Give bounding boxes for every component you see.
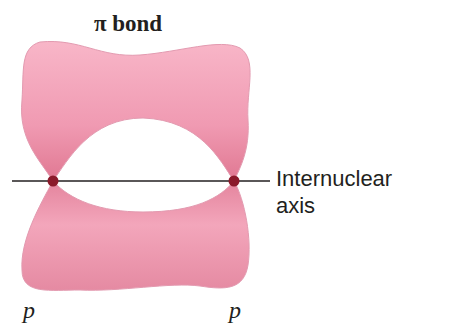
axis-label: Internuclear axis bbox=[276, 165, 436, 219]
lower-lobe bbox=[22, 181, 249, 290]
orbital-label: p bbox=[220, 296, 250, 324]
nucleus-dot bbox=[48, 176, 59, 187]
orbital-label: p bbox=[14, 296, 44, 324]
nucleus-dot bbox=[229, 176, 240, 187]
upper-lobe bbox=[22, 41, 251, 181]
diagram-title: π bond bbox=[68, 10, 188, 38]
